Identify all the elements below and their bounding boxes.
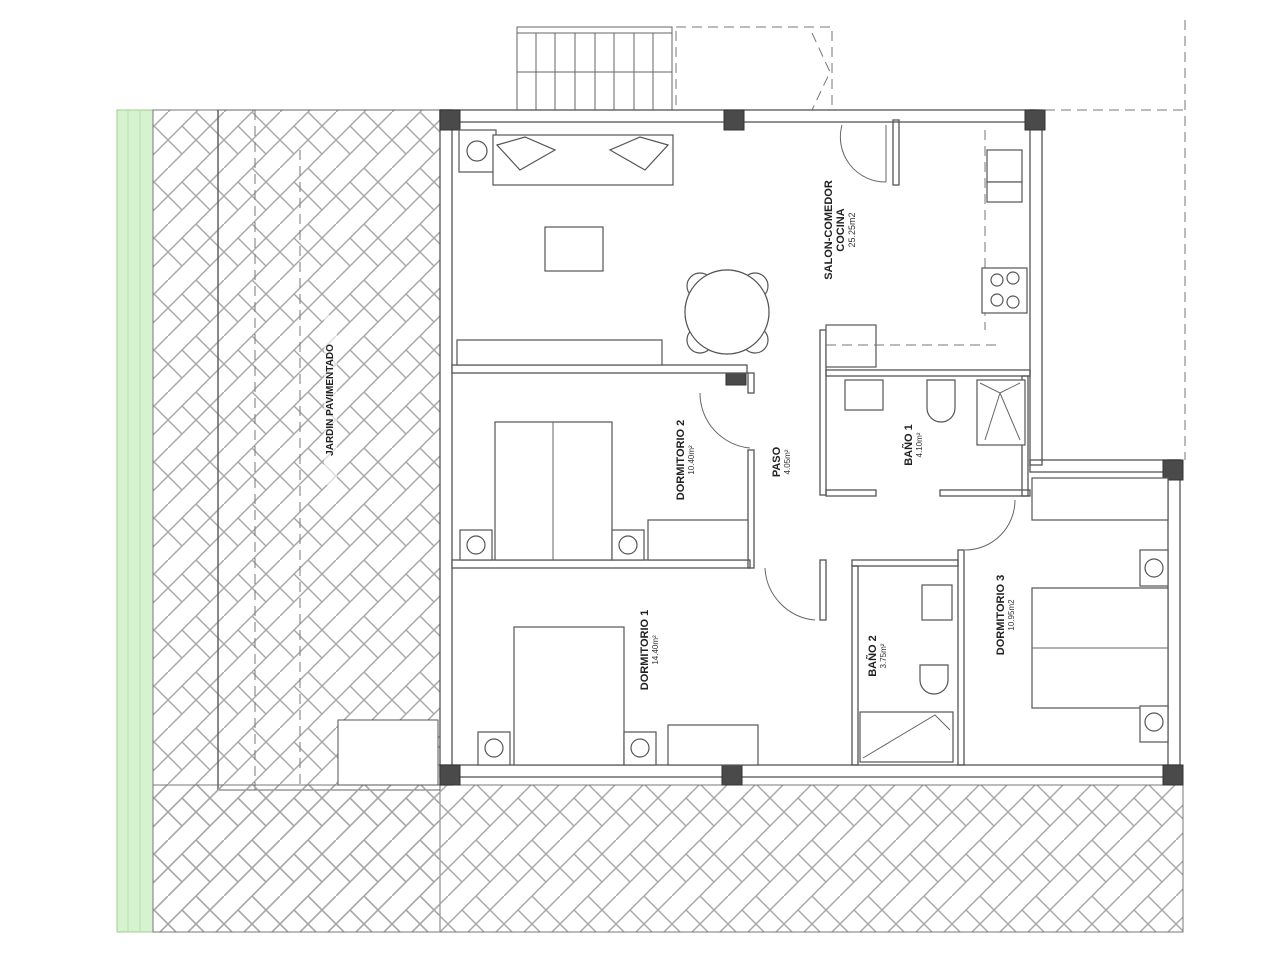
room-label-bano-1: BAÑO 1 — [902, 424, 915, 466]
lawn-strip — [116, 109, 154, 933]
room-area-salon: 25.25m2 — [847, 212, 857, 247]
bed-dormitorio-1 — [477, 626, 759, 766]
fridge — [825, 324, 877, 368]
kitchen-counter — [825, 130, 1028, 368]
bed-dormitorio-2 — [459, 421, 749, 561]
room-area-bano-2: 3.75m² — [879, 643, 888, 668]
living-furniture — [456, 129, 770, 366]
bathroom-2-fixtures — [859, 584, 954, 763]
room-area-paso: 4.05m² — [783, 449, 792, 474]
tv-unit — [456, 339, 663, 366]
room-label-paso: PASO — [771, 446, 783, 477]
paved-garden-bottom — [152, 784, 1184, 933]
room-label-dormitorio-3: DORMITORIO 3 — [995, 575, 1007, 655]
bed-dormitorio-3 — [1031, 477, 1169, 743]
room-label-dormitorio-1: DORMITORIO 1 — [639, 610, 651, 690]
interior-walls — [451, 119, 1031, 766]
room-area-dormitorio-1: 14.40m² — [651, 635, 660, 665]
room-area-dormitorio-3: 10.95m2 — [1007, 599, 1016, 631]
exterior-stairs — [516, 26, 833, 111]
room-label-salon: SALON-COMEDOR — [823, 180, 835, 280]
doors — [699, 124, 1016, 621]
coffee-table — [544, 226, 604, 272]
room-label-cocina: COCINA — [835, 208, 847, 251]
bathroom-1-fixtures — [844, 379, 1026, 446]
room-label-bano-2: BAÑO 2 — [866, 635, 879, 677]
garden-label: JARDIN PAVIMENTADO — [325, 344, 336, 456]
planter — [337, 719, 439, 786]
structural-columns — [439, 109, 1184, 786]
room-label-dormitorio-2: DORMITORIO 2 — [675, 420, 687, 500]
room-area-bano-1: 4.10m² — [915, 432, 924, 457]
room-area-dormitorio-2: 10.40m² — [687, 445, 696, 475]
